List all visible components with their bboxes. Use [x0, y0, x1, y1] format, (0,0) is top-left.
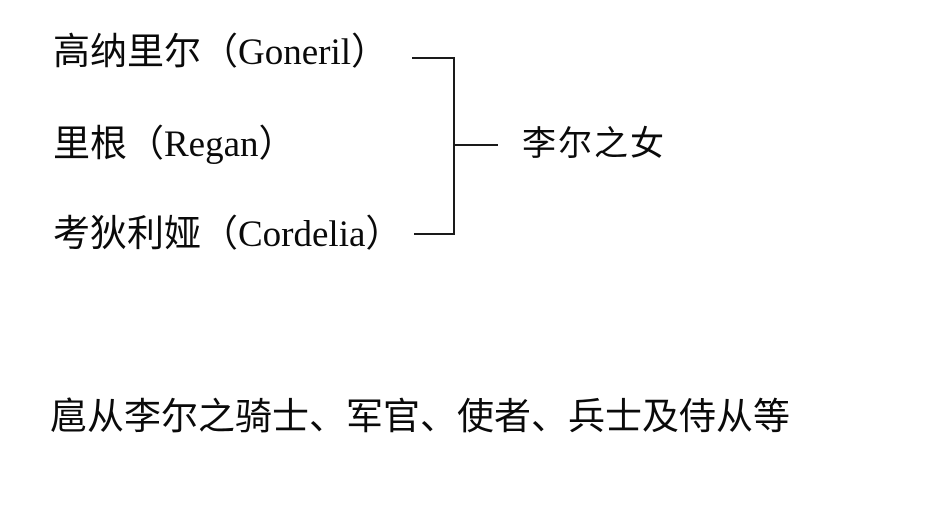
- daughter-name-cordelia: 考狄利娅（Cordelia）: [53, 214, 403, 255]
- bracket-top-line: [412, 57, 455, 59]
- daughter-name-regan: 里根（Regan）: [53, 124, 296, 165]
- daughter-name-goneril: 高纳里尔（Goneril）: [53, 32, 389, 73]
- group-label-lears-daughters: 李尔之女: [522, 126, 666, 163]
- bracket-middle-stub-line: [455, 144, 498, 146]
- footer-attendants-text: 扈从李尔之骑士、军官、使者、兵士及侍从等: [50, 397, 790, 438]
- bracket-bottom-line: [414, 233, 455, 235]
- bracket-vertical-line: [453, 57, 455, 235]
